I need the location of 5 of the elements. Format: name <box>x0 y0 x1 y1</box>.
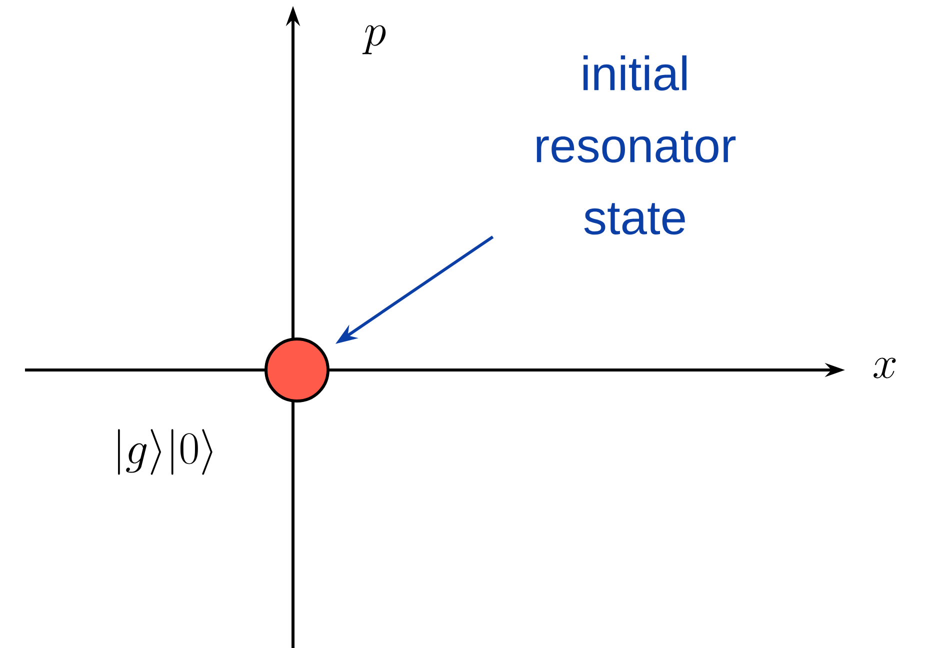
annotation-text: initial resonator state <box>536 55 736 235</box>
axis-label: $p$ <box>362 25 386 54</box>
axis-label: $x$ <box>874 358 896 378</box>
state-dot <box>264 338 330 402</box>
state-label: $|g\rangle|0\rangle$ <box>118 429 212 475</box>
